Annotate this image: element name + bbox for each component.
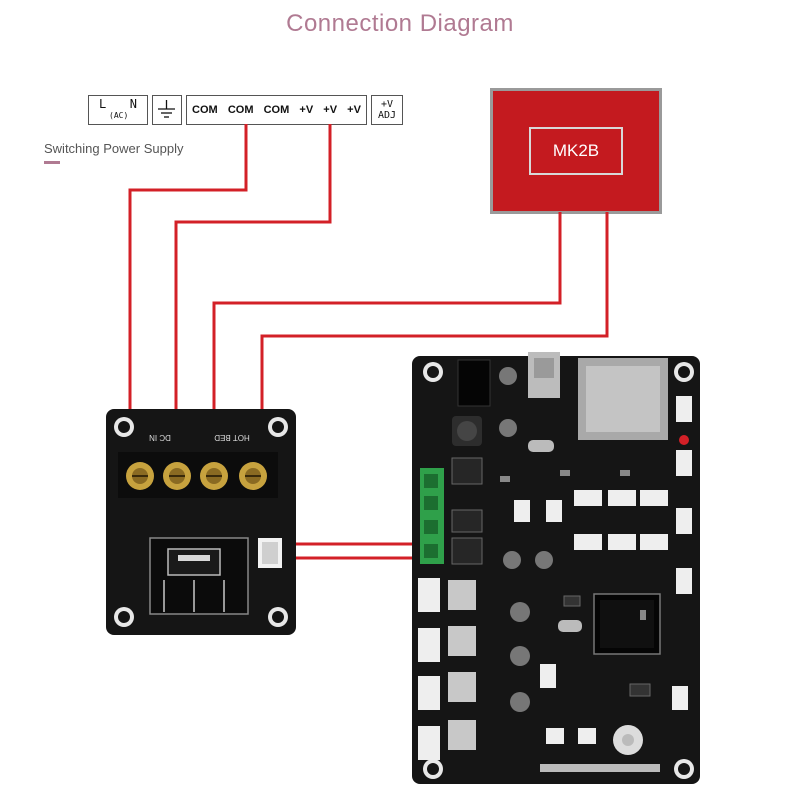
terminal-v-3: +V [347,104,361,116]
screw-terminal-4 [239,462,267,490]
ground-terminal [152,95,182,125]
psu-adj-terminal: +V ADJ [371,95,403,125]
heated-bed-box [490,88,662,214]
psu-output-terminals: COM COM COM +V +V +V [186,95,367,125]
terminal-v-1: +V [299,104,314,116]
terminal-com-2: COM [227,104,254,116]
wire-com-to-dcin-1 [128,124,248,450]
wire-bed-to-hotbed-1 [212,212,562,450]
power-supply-label: Switching Power Supply [44,141,184,156]
adj-bottom-label: ADJ [377,110,397,121]
terminal-l-label: L [99,97,107,111]
screw-terminal-3 [200,462,228,490]
screw-terminal-1 [126,462,154,490]
wire-bed-to-hotbed-2 [260,212,609,450]
terminal-com-3: COM [263,104,290,116]
terminal-ac-label: (AC) [109,111,129,120]
mosfet-module: DC IN HOT BED [106,409,296,635]
psu-terminal-ln: L N (AC) [88,95,148,125]
terminal-com-1: COM [192,104,218,116]
screw-terminal-2 [163,462,191,490]
heated-bed-label: MK2B [529,127,623,175]
wire-v-to-dcin-2 [174,124,332,450]
terminal-v-2: +V [323,104,338,116]
label-underline [44,161,60,164]
dc-in-silk-label: DC IN [149,433,171,442]
terminal-n-label: N [129,97,137,111]
adj-top-label: +V [380,99,394,110]
ground-icon [158,100,175,118]
diagram-title: Connection Diagram [286,10,514,37]
controller-board [412,352,700,784]
hot-bed-silk-label: HOT BED [214,433,250,442]
